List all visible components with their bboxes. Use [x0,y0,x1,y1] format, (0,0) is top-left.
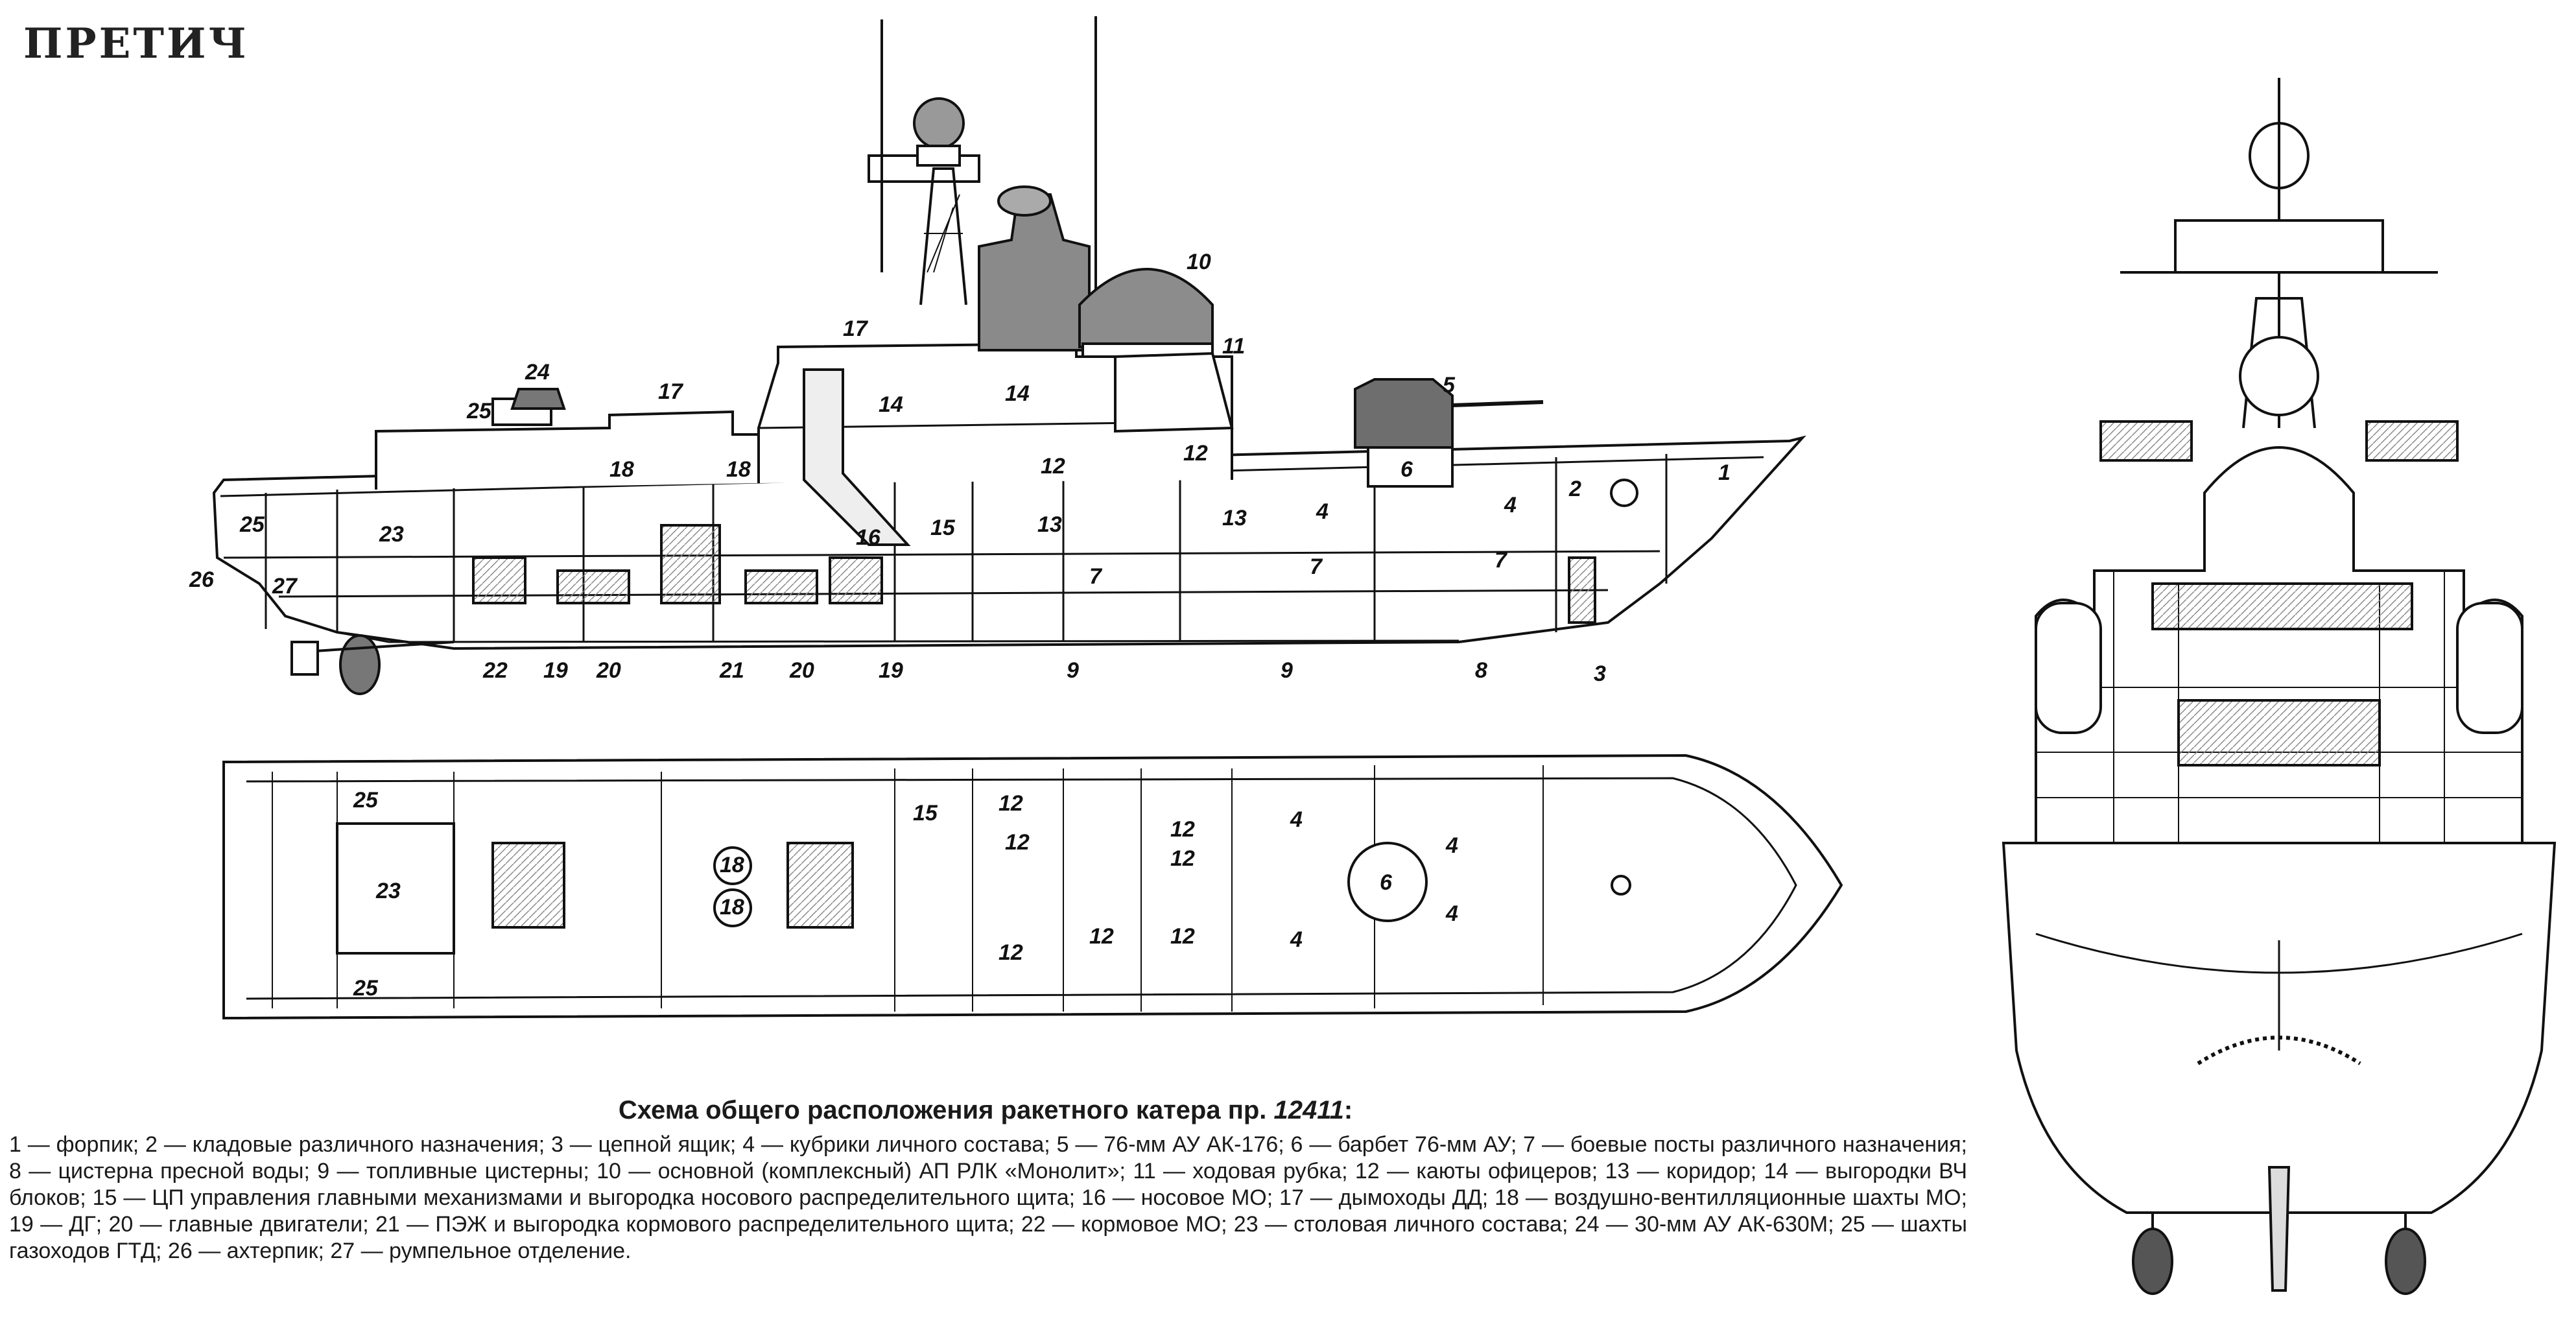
plan-callout-12e: 12 [1170,924,1195,949]
plan-callout-4a: 4 [1290,807,1303,832]
monolit-radome [1078,268,1214,348]
plan-callout-12c: 12 [1089,924,1114,949]
deck-plan-view [222,754,1843,1020]
side-profile-view [212,16,1806,695]
callout-8: 8 [1475,658,1487,683]
callout-17a: 17 [843,316,869,341]
plan-outline [222,754,1843,1020]
callout-14b: 14 [1005,381,1030,406]
callout-1: 1 [1718,460,1731,485]
legend-text: 1 — форпик; 2 — кладовые различного назн… [9,1132,1967,1263]
barbette-circle [1347,842,1428,922]
callout-12b: 12 [1183,441,1208,466]
plan-view-callouts: 25 23 25 18 18 15 12 12 12 12 12 12 12 4… [353,788,1458,1001]
callout-15: 15 [930,516,956,540]
callout-27: 27 [272,574,298,599]
callout-19b: 19 [879,658,903,683]
callout-4: 4 [1504,493,1517,517]
plan-callout-12a: 12 [998,791,1023,816]
plan-callout-4b: 4 [1290,927,1303,952]
plan-callout-6: 6 [1380,870,1393,895]
ak-176-turret [1354,378,1454,449]
callout-22: 22 [482,658,508,683]
callout-24: 24 [525,360,550,385]
publisher-logo: ПРЕТИЧ [23,19,249,68]
callout-26: 26 [189,567,215,592]
callout-13b: 13 [1222,506,1247,530]
front-view [2002,78,2557,1295]
callout-12a: 12 [1041,454,1065,479]
callout-20a: 20 [596,658,621,683]
plan-callout-25b: 25 [353,976,379,1001]
callout-19a: 19 [543,658,568,683]
plan-callout-12b: 12 [998,940,1023,965]
callout-9a: 9 [1067,658,1079,683]
plan-callout-23: 23 [375,879,401,903]
callout-20b: 20 [789,658,814,683]
caption-title: Схема общего расположения ракетного кате… [618,1096,1353,1124]
plan-callout-4c: 4 [1445,833,1458,858]
callout-7b: 7 [1310,554,1323,579]
callout-6: 6 [1400,457,1413,482]
plan-callout-4d: 4 [1445,901,1458,926]
callout-18b: 18 [726,457,751,482]
callout-11: 11 [1222,334,1245,359]
callout-7a: 7 [1089,564,1103,589]
callout-5: 5 [1443,373,1456,398]
callout-14a: 14 [879,392,903,417]
radar-dome-small [913,97,965,149]
plan-callout-18a: 18 [720,853,744,877]
plan-callout-12d: 12 [1170,817,1195,842]
callout-23: 23 [379,522,404,547]
ak-630-mount [510,388,566,410]
plan-callout-12f: 12 [1170,846,1195,871]
callout-2: 2 [1568,477,1581,501]
plan-callout-25a: 25 [353,788,379,813]
callout-21: 21 [719,658,744,683]
callout-18a: 18 [609,457,634,482]
callout-9b: 9 [1281,658,1293,683]
callout-25b: 25 [239,512,265,537]
callout-7c: 7 [1495,548,1508,573]
plan-callout-12g: 12 [1005,830,1030,855]
callout-16: 16 [856,525,881,550]
plan-callout-15: 15 [913,801,938,826]
callout-10: 10 [1187,250,1211,274]
callout-3: 3 [1594,661,1606,686]
side-view-callouts: 1 2 3 4 4 5 6 7 7 7 8 9 9 10 11 12 12 13… [189,250,1731,686]
plan-callout-18b: 18 [720,895,744,920]
callout-17b: 17 [658,379,684,404]
callout-4b: 4 [1316,499,1329,524]
callout-13a: 13 [1037,512,1062,537]
callout-25a: 25 [466,399,492,423]
